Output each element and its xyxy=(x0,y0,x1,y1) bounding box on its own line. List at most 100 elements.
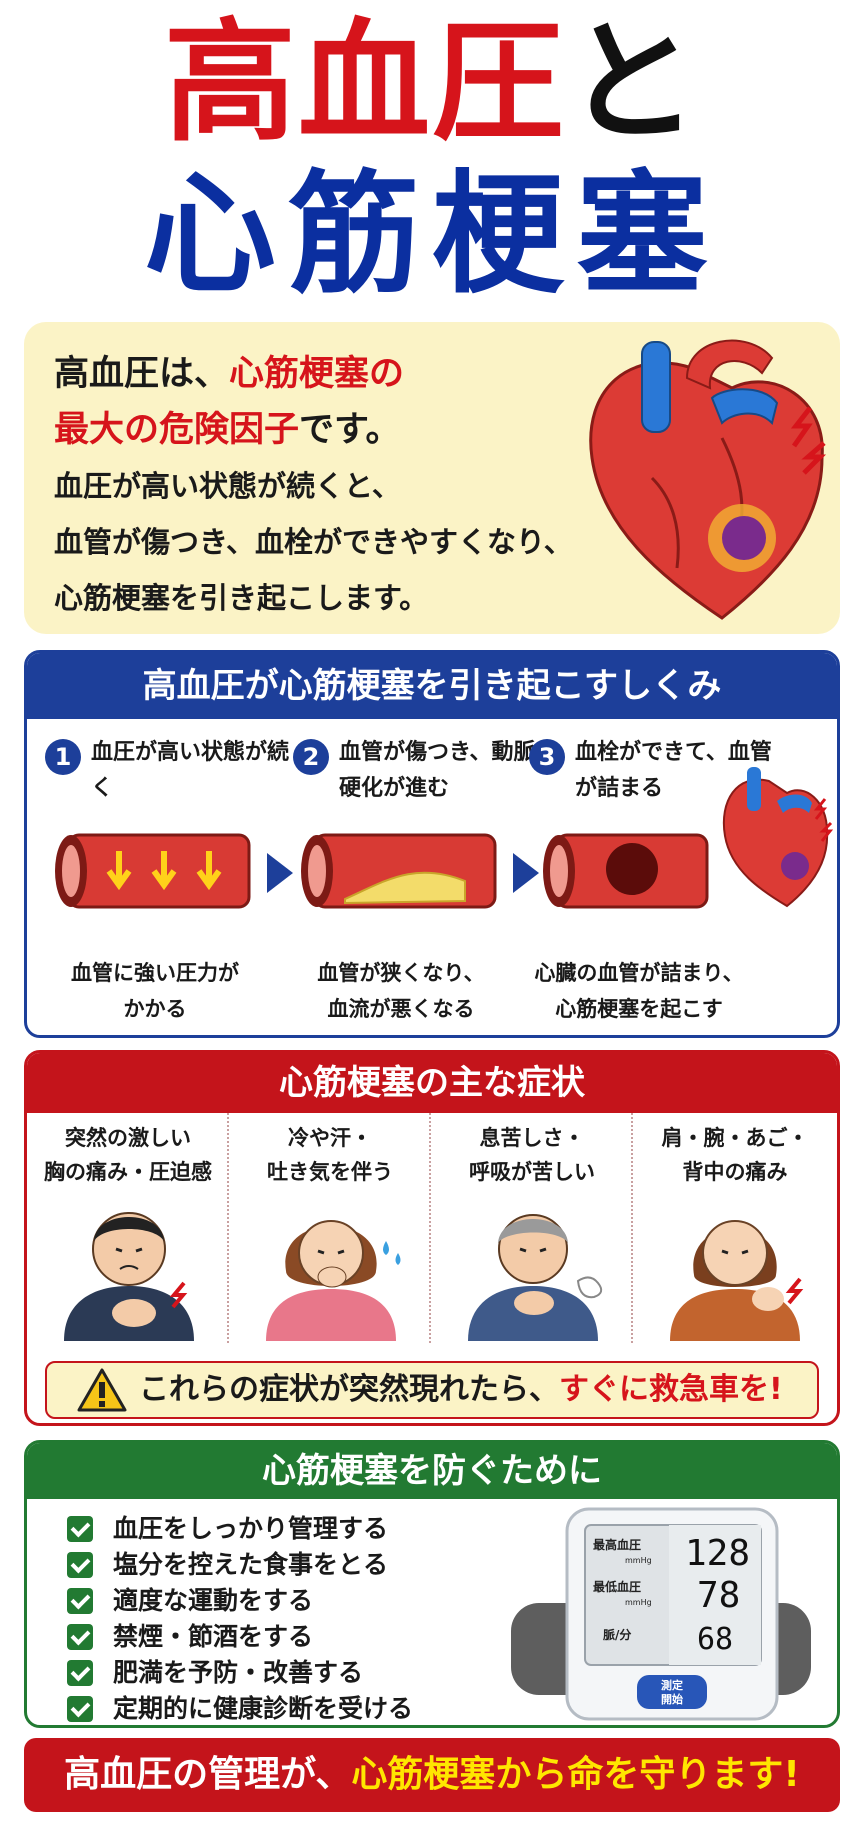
symptom-line: 呼吸が苦しい xyxy=(469,1160,595,1184)
caption-line: 心筋梗塞を起こす xyxy=(555,997,723,1021)
intro-h2-b: です。 xyxy=(299,410,401,450)
intro-h2-a: 最大の危険因子 xyxy=(54,410,300,450)
checkbox-icon xyxy=(67,1624,93,1650)
page-title: 高血圧と 心筋梗塞 xyxy=(0,0,864,320)
mechanism-header: 高血圧が心筋梗塞を引き起こすしくみ xyxy=(27,653,837,719)
title-myocardial-infarction: 心筋梗塞 xyxy=(144,158,720,312)
intro-box: 高血圧は、心筋梗塞の 最大の危険因子です。 血圧が高い状態が続くと、 血管が傷つ… xyxy=(24,322,840,634)
item-label: 禁煙・節酒をする xyxy=(113,1622,314,1651)
list-item: 禁煙・節酒をする xyxy=(67,1619,507,1655)
warning-text: これらの症状が突然現れたら、すぐに救急車を! xyxy=(139,1363,783,1417)
title-to: と xyxy=(566,6,700,160)
intro-heading-1: 高血圧は、心筋梗塞の xyxy=(54,346,574,402)
item-label: 定期的に健康診断を受ける xyxy=(113,1694,414,1723)
item-label: 適度な運動をする xyxy=(113,1586,314,1615)
step-caption-2: 血管が狭くなり、 血流が悪くなる xyxy=(281,955,521,1027)
caption-line: 血管が狭くなり、 xyxy=(317,961,485,985)
banner-text-b: 心筋梗塞から命を守ります! xyxy=(351,1754,800,1795)
diastolic-label: 最低血圧 xyxy=(593,1579,641,1594)
start-button-label-a: 測定 xyxy=(661,1678,683,1692)
checkbox-icon xyxy=(67,1516,93,1542)
mechanism-section: 高血圧が心筋梗塞を引き起こすしくみ 1 血圧が高い状態が続く 2 血管が傷つき、… xyxy=(24,650,840,1038)
diastolic-unit: mmHg xyxy=(625,1598,652,1607)
title-line-1: 高血圧と xyxy=(0,8,864,158)
systolic-value: 128 xyxy=(685,1533,750,1574)
symptom-text: 息苦しさ・呼吸が苦しい xyxy=(433,1121,631,1189)
symptom-text: 冷や汗・吐き気を伴う xyxy=(231,1121,429,1189)
symptom-line: 胸の痛み・圧迫感 xyxy=(44,1160,212,1184)
woman-nausea-icon xyxy=(266,1220,401,1341)
caption-line: かかる xyxy=(123,997,187,1021)
list-item: 血圧をしっかり管理する xyxy=(67,1511,507,1547)
warning-text-b: すぐに救急車を! xyxy=(559,1372,783,1407)
step-label: 血管が傷つき、動脈硬化が進む xyxy=(339,740,536,801)
symptom-line: 吐き気を伴う xyxy=(267,1160,393,1184)
step-label: 血栓ができて、血管が詰まる xyxy=(575,740,772,801)
intro-h1-a: 高血圧は、 xyxy=(54,354,230,394)
step-caption-3: 心臓の血管が詰まり、 心筋梗塞を起こす xyxy=(519,955,759,1027)
pulse-value: 68 xyxy=(697,1622,733,1657)
step-number: 1 xyxy=(45,739,81,775)
symptom-line: 背中の痛み xyxy=(682,1160,788,1184)
start-button-label-b: 開始 xyxy=(661,1692,683,1706)
title-hypertension: 高血圧 xyxy=(164,6,566,160)
blood-pressure-monitor: 最高血圧 mmHg 最低血圧 mmHg 脈/分 128 78 68 測定 開始 xyxy=(511,1507,811,1721)
vessel-narrowed-icon xyxy=(301,833,497,909)
step-caption-1: 血管に強い圧力が かかる xyxy=(35,955,275,1027)
list-item: 適度な運動をする xyxy=(67,1583,507,1619)
list-item: 塩分を控えた食事をとる xyxy=(67,1547,507,1583)
heart-small-icon xyxy=(722,767,834,908)
item-label: 塩分を控えた食事をとる xyxy=(113,1550,389,1579)
symptom-chest-pain: 突然の激しい胸の痛み・圧迫感 xyxy=(29,1113,229,1343)
caption-line: 心臓の血管が詰まり、 xyxy=(534,961,744,985)
emergency-warning: これらの症状が突然現れたら、すぐに救急車を! xyxy=(45,1361,819,1419)
symptom-line: 肩・腕・あご・ xyxy=(661,1126,809,1150)
heart-illustration xyxy=(589,339,827,620)
list-item: 定期的に健康診断を受ける xyxy=(67,1691,507,1725)
checkbox-icon xyxy=(67,1588,93,1614)
symptom-shoulder-pain: 肩・腕・あご・背中の痛み xyxy=(635,1113,835,1343)
symptom-cold-sweat: 冷や汗・吐き気を伴う xyxy=(231,1113,431,1343)
symptom-line: 突然の激しい xyxy=(65,1126,191,1150)
symptom-line: 息苦しさ・ xyxy=(479,1126,585,1150)
caption-line: 血流が悪くなる xyxy=(327,997,475,1021)
systolic-unit: mmHg xyxy=(625,1556,652,1565)
pulse-label: 脈/分 xyxy=(603,1627,631,1642)
item-label: 血圧をしっかり管理する xyxy=(113,1514,389,1543)
bottom-banner: 高血圧の管理が、心筋梗塞から命を守ります! xyxy=(24,1738,840,1812)
intro-paragraph-2: 血管が傷つき、血栓ができやすくなり、 xyxy=(54,525,573,559)
symptoms-header: 心筋梗塞の主な症状 xyxy=(27,1053,837,1113)
symptom-text: 突然の激しい胸の痛み・圧迫感 xyxy=(29,1121,227,1189)
prevention-list: 血圧をしっかり管理する 塩分を控えた食事をとる 適度な運動をする 禁煙・節酒をす… xyxy=(67,1511,507,1725)
intro-h1-b: 心筋梗塞の xyxy=(229,354,405,394)
symptom-shortness-breath: 息苦しさ・呼吸が苦しい xyxy=(433,1113,633,1343)
woman-shoulder-pain-icon xyxy=(670,1220,804,1341)
symptom-text: 肩・腕・あご・背中の痛み xyxy=(635,1121,835,1189)
symptoms-section: 心筋梗塞の主な症状 突然の激しい胸の痛み・圧迫感 冷や汗・吐き気を伴う 息苦しさ… xyxy=(24,1050,840,1426)
intro-text: 高血圧は、心筋梗塞の 最大の危険因子です。 血圧が高い状態が続くと、 血管が傷つ… xyxy=(54,346,574,626)
step-label: 血圧が高い状態が続く xyxy=(91,740,290,801)
item-label: 肥満を予防・改善する xyxy=(113,1658,364,1687)
symptom-line: 冷や汗・ xyxy=(288,1126,372,1150)
checkbox-icon xyxy=(67,1552,93,1578)
vessel-pressure-icon xyxy=(55,833,251,909)
arrow-right-icon xyxy=(267,853,293,893)
list-item: 肥満を予防・改善する xyxy=(67,1655,507,1691)
step-number: 2 xyxy=(293,739,329,775)
prevention-header: 心筋梗塞を防ぐために xyxy=(27,1443,837,1499)
intro-paragraph-1: 血圧が高い状態が続くと、 xyxy=(54,469,401,503)
man-chest-pain-icon xyxy=(64,1212,194,1341)
warning-text-a: これらの症状が突然現れたら、 xyxy=(139,1372,559,1407)
man-breathing-icon xyxy=(468,1214,603,1341)
checkbox-icon xyxy=(67,1660,93,1686)
step-number: 3 xyxy=(529,739,565,775)
vessel-clot-icon xyxy=(543,833,709,909)
warning-icon xyxy=(77,1368,127,1412)
intro-paragraph-3: 心筋梗塞を引き起こします。 xyxy=(54,581,429,615)
intro-heading-2: 最大の危険因子です。 xyxy=(54,402,574,458)
banner-text-a: 高血圧の管理が、 xyxy=(64,1754,352,1795)
diastolic-value: 78 xyxy=(697,1575,740,1616)
caption-line: 血管に強い圧力が xyxy=(71,961,239,985)
checkbox-icon xyxy=(67,1696,93,1722)
arrow-right-icon xyxy=(513,853,539,893)
